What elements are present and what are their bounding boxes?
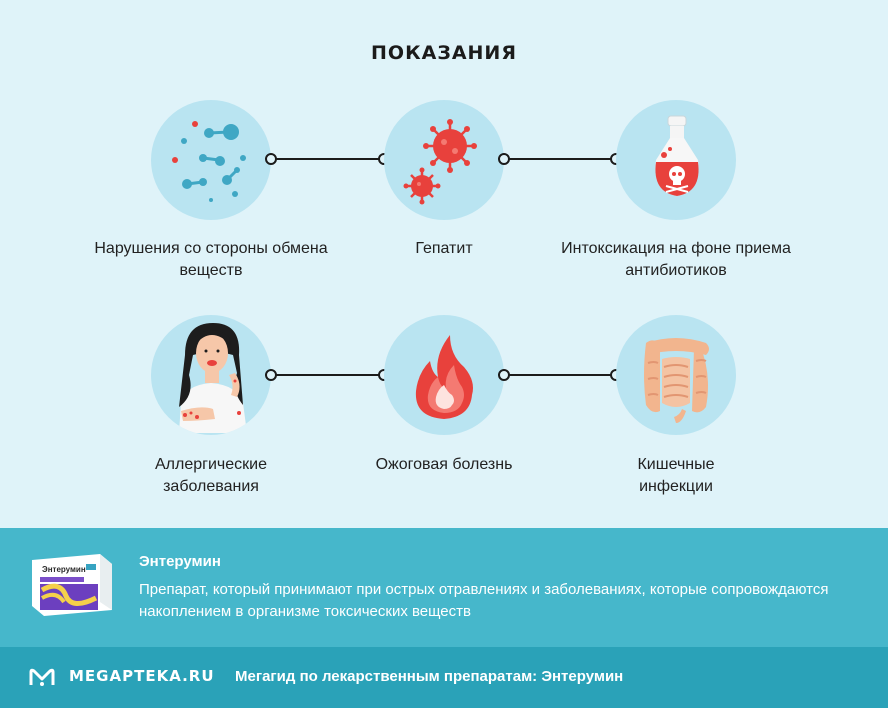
footer-caption: Мегагид по лекарственным препаратам: Энт… <box>235 668 624 685</box>
indication-label: Аллергические заболевания <box>155 456 267 495</box>
indication-label: Ожоговая болезнь <box>375 456 513 473</box>
indication-label: Кишечные инфекции <box>637 456 715 495</box>
intestine-icon <box>616 315 736 435</box>
product-package-label: Энтерумин <box>42 565 86 574</box>
connector-line <box>504 374 616 376</box>
indication-label: Интоксикация на фоне приема антибиотиков <box>561 240 791 279</box>
product-package-icon: Энтерумин <box>26 550 116 618</box>
connector-line <box>271 158 384 160</box>
allergy-woman-icon <box>151 315 271 435</box>
indication-label: Нарушения со стороны обмена веществ <box>94 240 328 279</box>
site-logo-text[interactable]: MEGAPTEKA.RU <box>69 667 215 685</box>
molecules-icon <box>151 100 271 220</box>
poison-bottle-icon <box>616 100 736 220</box>
virus-icon <box>384 100 504 220</box>
megapteka-logo-icon[interactable] <box>28 666 56 688</box>
page-title: ПОКАЗАНИЯ <box>371 42 517 64</box>
connector-dot <box>498 369 510 381</box>
connector-dot <box>265 369 277 381</box>
flame-icon <box>384 315 504 435</box>
connector-line <box>271 374 384 376</box>
connector-dot <box>265 153 277 165</box>
product-description: Препарат, который принимают при острых о… <box>139 581 829 620</box>
indication-label: Гепатит <box>415 240 473 257</box>
footer <box>0 647 888 708</box>
connector-line <box>504 158 616 160</box>
product-name: Энтерумин <box>139 553 221 570</box>
product-band <box>0 528 888 647</box>
connector-dot <box>498 153 510 165</box>
